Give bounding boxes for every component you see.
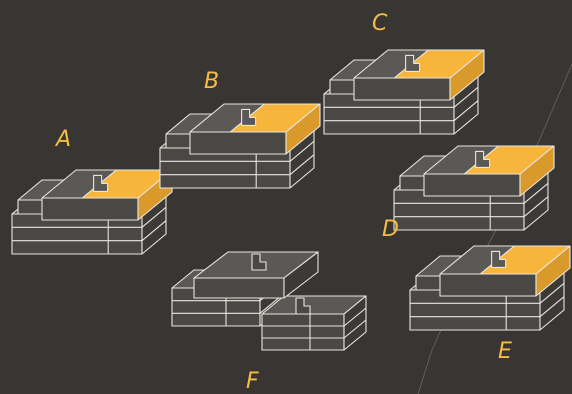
raised-front-face: [354, 78, 450, 100]
figure-f: [172, 252, 366, 350]
label-d: D: [382, 217, 399, 242]
label-b: B: [204, 69, 219, 94]
label-e: E: [498, 339, 512, 364]
figure-b: [160, 104, 320, 188]
raised-front-face: [190, 132, 286, 154]
slab-front-face: [262, 314, 344, 350]
label-f: F: [246, 369, 259, 394]
figure-e: [410, 246, 570, 330]
raised-front-face: [424, 174, 520, 196]
label-c: C: [372, 11, 388, 36]
raised-front-face: [194, 278, 284, 298]
label-a: A: [54, 127, 71, 152]
raised-front-face: [42, 198, 138, 220]
raised-front-face: [440, 274, 536, 296]
figure-d: [394, 146, 554, 230]
figure-c: [324, 50, 484, 134]
figure-a: [12, 170, 172, 254]
